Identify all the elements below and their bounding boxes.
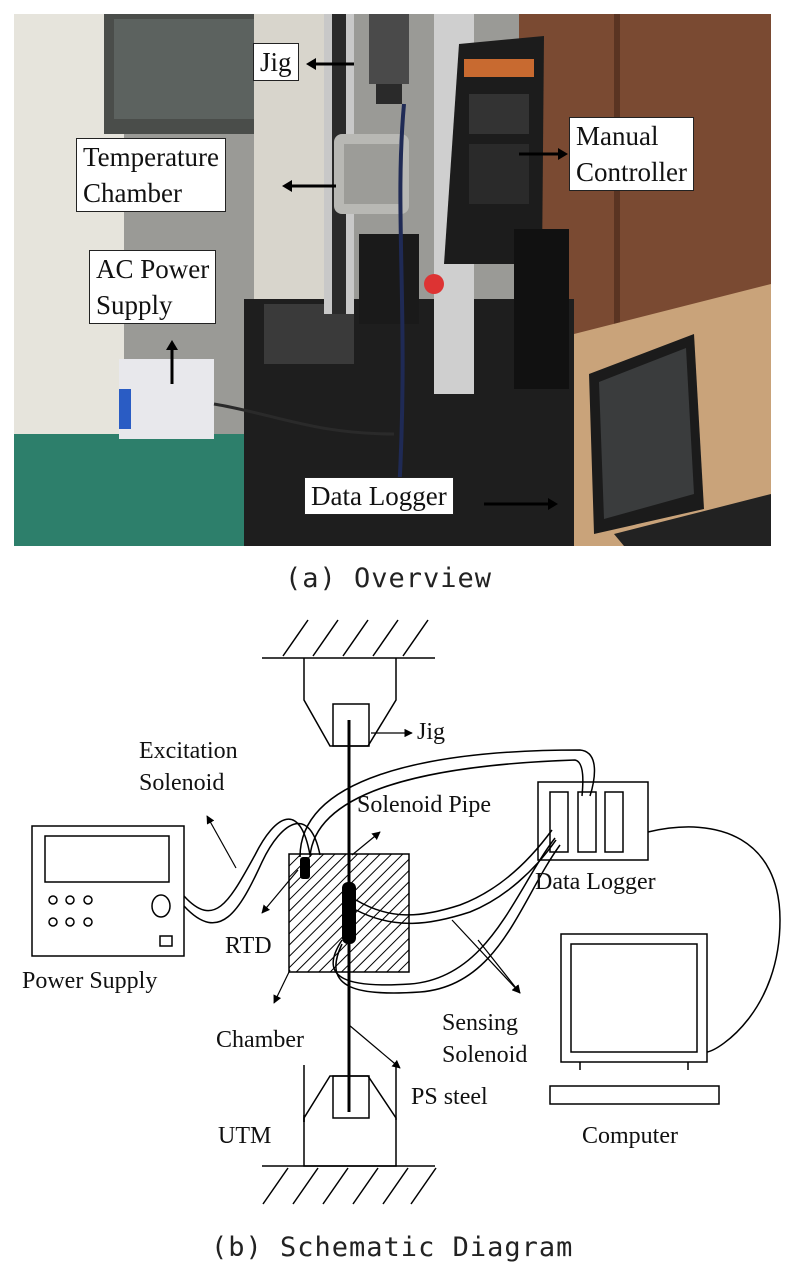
callout-jig: Jig: [253, 43, 299, 81]
label-jig: Jig: [417, 719, 446, 745]
caption-overview: (a) Overview: [285, 563, 493, 594]
pointer-arrows: [206, 728, 521, 1069]
label-solenoid-pipe: Solenoid Pipe: [357, 792, 492, 818]
caption-schematic: (b) Schematic Diagram: [211, 1232, 574, 1263]
schematic-diagram: [31, 619, 781, 1205]
data-logger-unit: [537, 781, 649, 861]
callout-ac-power-supply: AC Power Supply: [89, 250, 217, 324]
callout-data-logger: Data Logger: [304, 477, 454, 515]
label-data-logger: Data Logger: [535, 869, 656, 895]
top-fixed-support: [262, 619, 435, 659]
label-excitation-solenoid: Excitation Solenoid: [139, 738, 238, 796]
bottom-fixed-support: [262, 1165, 437, 1205]
label-ps-steel: PS steel: [411, 1084, 488, 1110]
label-computer: Computer: [582, 1123, 678, 1149]
label-power-supply: Power Supply: [22, 968, 158, 994]
label-utm: UTM: [218, 1123, 272, 1149]
label-rtd: RTD: [225, 933, 272, 959]
callout-temperature-chamber: Temperature Chamber: [76, 138, 227, 212]
label-sensing-solenoid: Sensing Solenoid: [442, 1010, 528, 1068]
wires: [183, 749, 781, 1053]
callout-manual-controller: Manual Controller: [569, 117, 694, 191]
computer-unit: [549, 933, 720, 1105]
label-chamber: Chamber: [216, 1027, 304, 1053]
rtd-sensor: [300, 857, 310, 879]
solenoid-pipe: [342, 882, 356, 944]
power-supply-unit: [31, 825, 185, 957]
